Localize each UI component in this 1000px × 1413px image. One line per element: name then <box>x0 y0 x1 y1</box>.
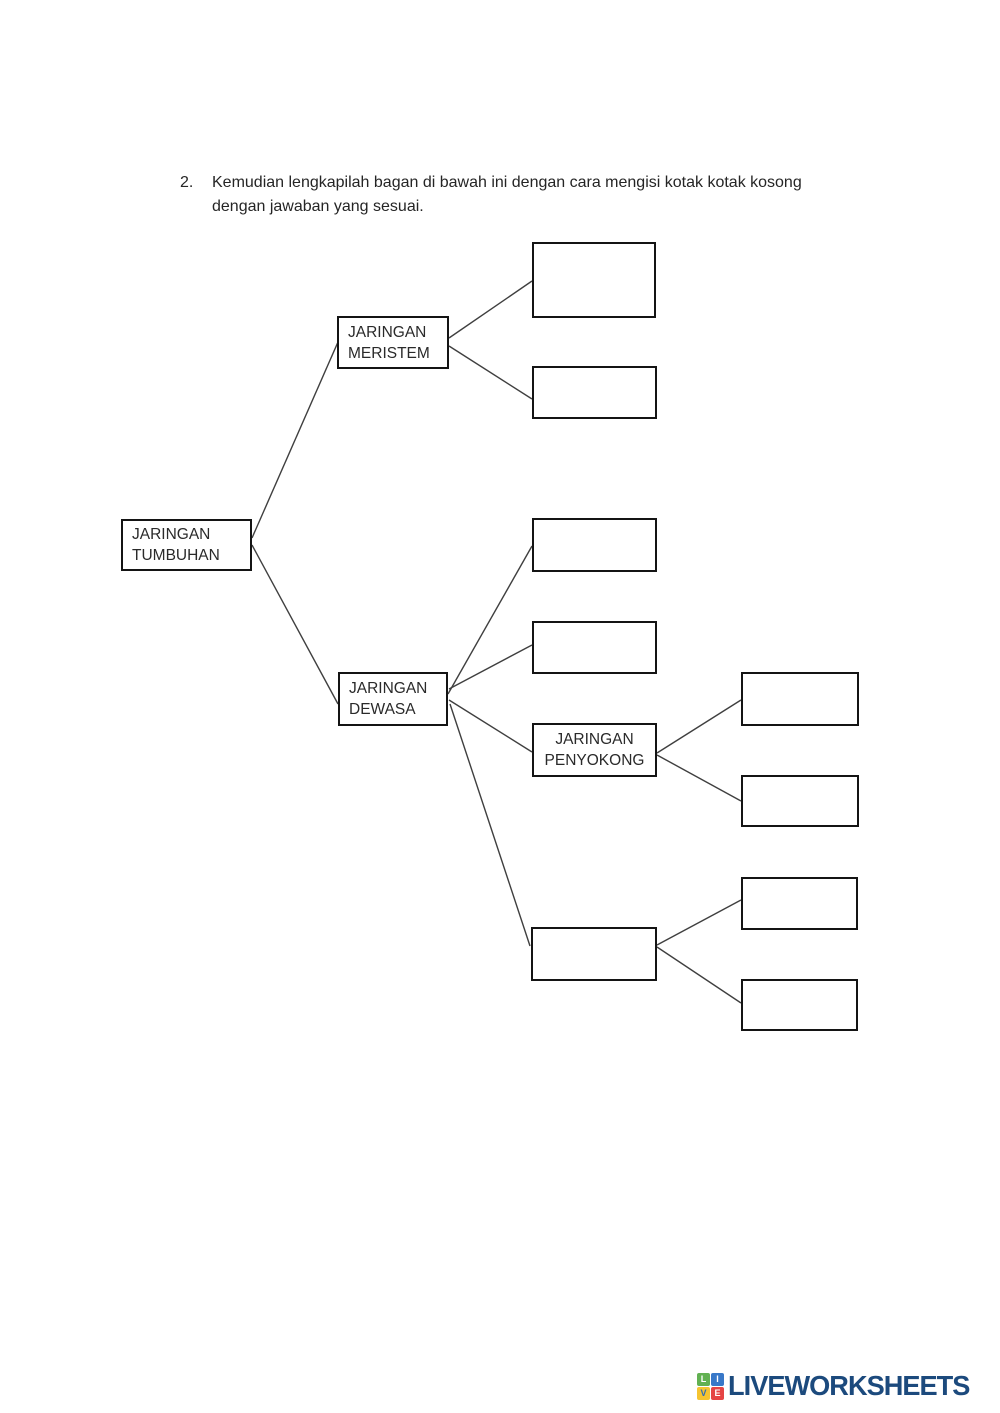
node-label: JARINGAN TUMBUHAN <box>132 526 220 564</box>
logo-cell-v: V <box>697 1386 710 1400</box>
node-jaringan-tumbuhan: JARINGAN TUMBUHAN <box>121 519 252 571</box>
answer-box-4[interactable] <box>532 621 657 674</box>
liveworksheets-logo: L I V E LIVEWORKSHEETS <box>697 1370 977 1402</box>
logo-cell-e: E <box>711 1386 724 1400</box>
liveworksheets-grid-icon: L I V E <box>697 1372 724 1400</box>
logo-wordmark: LIVEWORKSHEETS <box>728 1370 970 1401</box>
node-jaringan-dewasa: JARINGAN DEWASA <box>338 672 448 726</box>
instruction-text: Kemudian lengkapilah bagan di bawah ini … <box>212 174 802 215</box>
instruction-number: 2. <box>180 174 194 191</box>
node-label: JARINGAN MERISTEM <box>348 323 430 362</box>
logo-cell-i: I <box>711 1372 724 1386</box>
answer-box-6[interactable] <box>741 775 859 827</box>
answer-box-5[interactable] <box>741 672 859 726</box>
node-jaringan-meristem: JARINGAN MERISTEM <box>337 316 449 369</box>
answer-box-7[interactable] <box>531 927 657 981</box>
node-label: JARINGAN DEWASA <box>349 680 428 718</box>
answer-box-2[interactable] <box>532 366 657 419</box>
node-jaringan-penyokong: JARINGAN PENYOKONG <box>532 723 657 777</box>
node-label: JARINGAN PENYOKONG <box>544 731 645 769</box>
answer-box-9[interactable] <box>741 979 858 1031</box>
answer-box-8[interactable] <box>741 877 858 930</box>
logo-cell-l: L <box>697 1372 710 1386</box>
answer-box-1[interactable] <box>532 242 656 318</box>
answer-box-3[interactable] <box>532 518 657 572</box>
